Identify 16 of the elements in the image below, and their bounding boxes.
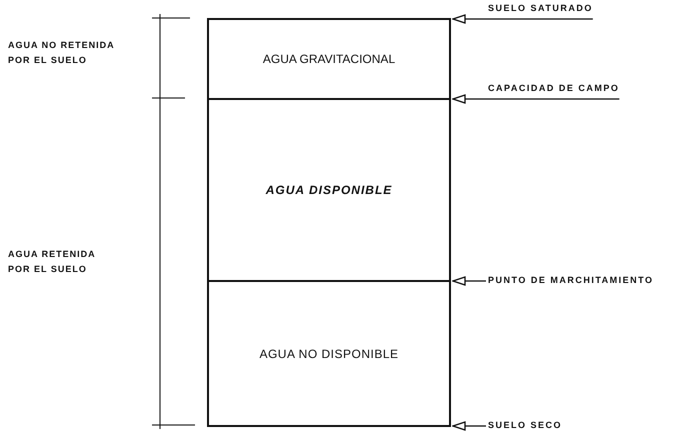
level-label: PUNTO DE MARCHITAMIENTO [488,275,654,286]
leader-arrow [452,421,486,431]
zone-label: AGUA DISPONIBLE [266,183,392,197]
leader-arrow [452,94,620,104]
range-label: AGUA RETENIDA POR EL SUELO [8,248,96,276]
zone-label: AGUA GRAVITACIONAL [262,52,396,66]
soil-water-zone [207,18,451,100]
leader-arrow [452,276,486,286]
level-label: CAPACIDAD DE CAMPO [488,83,620,94]
soil-water-zone [207,280,451,427]
level-label: SUELO SECO [488,420,562,431]
leader-arrow [452,14,593,24]
level-label: SUELO SATURADO [488,3,593,14]
range-label: AGUA NO RETENIDA POR EL SUELO [8,39,116,67]
soil-water-zone [207,98,451,282]
zone-label: AGUA NO DISPONIBLE [259,346,399,360]
